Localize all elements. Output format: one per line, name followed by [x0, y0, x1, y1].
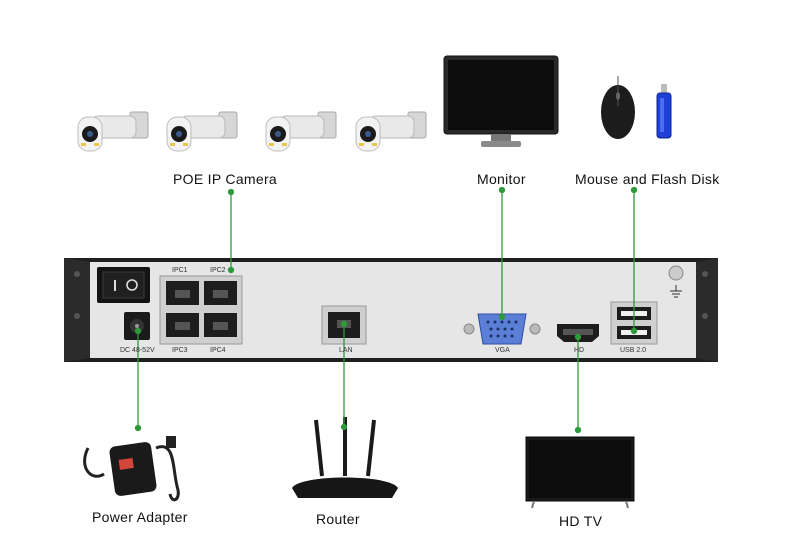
ground-icon	[668, 265, 684, 298]
camera-label: POE IP Camera	[173, 171, 278, 187]
tv-icon	[525, 436, 635, 509]
mouse-flash-label: Mouse and Flash Disk	[575, 171, 720, 187]
tv-label: HD TV	[559, 513, 603, 529]
ipc2-label: IPC2	[210, 267, 226, 274]
camera-4-icon	[355, 111, 427, 152]
power-adapter-icon	[83, 436, 180, 502]
vga-label: VGA	[495, 347, 510, 354]
router-label: Router	[316, 511, 360, 527]
usb-label: USB 2.0	[620, 347, 647, 354]
camera-3-icon	[265, 111, 337, 152]
camera-1-icon	[77, 111, 149, 152]
mouse-icon	[601, 76, 635, 139]
ipc-port-block	[159, 275, 243, 345]
flash-disk-icon	[656, 84, 672, 139]
lan-label: LAN	[339, 347, 353, 354]
camera-2-icon	[166, 111, 238, 152]
ipc3-label: IPC3	[172, 347, 188, 354]
power-switch	[97, 267, 150, 303]
dc-label: DC 48-52V	[120, 347, 155, 354]
ipc4-label: IPC4	[210, 347, 226, 354]
power-adapter-label: Power Adapter	[92, 509, 188, 525]
monitor-label: Monitor	[477, 171, 526, 187]
connection-lines	[134, 186, 638, 434]
ipc1-label: IPC1	[172, 267, 188, 274]
hd-port	[557, 324, 599, 342]
monitor-icon	[443, 55, 559, 147]
vga-port	[463, 313, 541, 345]
hd-label: HD	[574, 347, 585, 354]
router-icon	[292, 417, 398, 498]
dc-power-jack	[124, 312, 150, 340]
